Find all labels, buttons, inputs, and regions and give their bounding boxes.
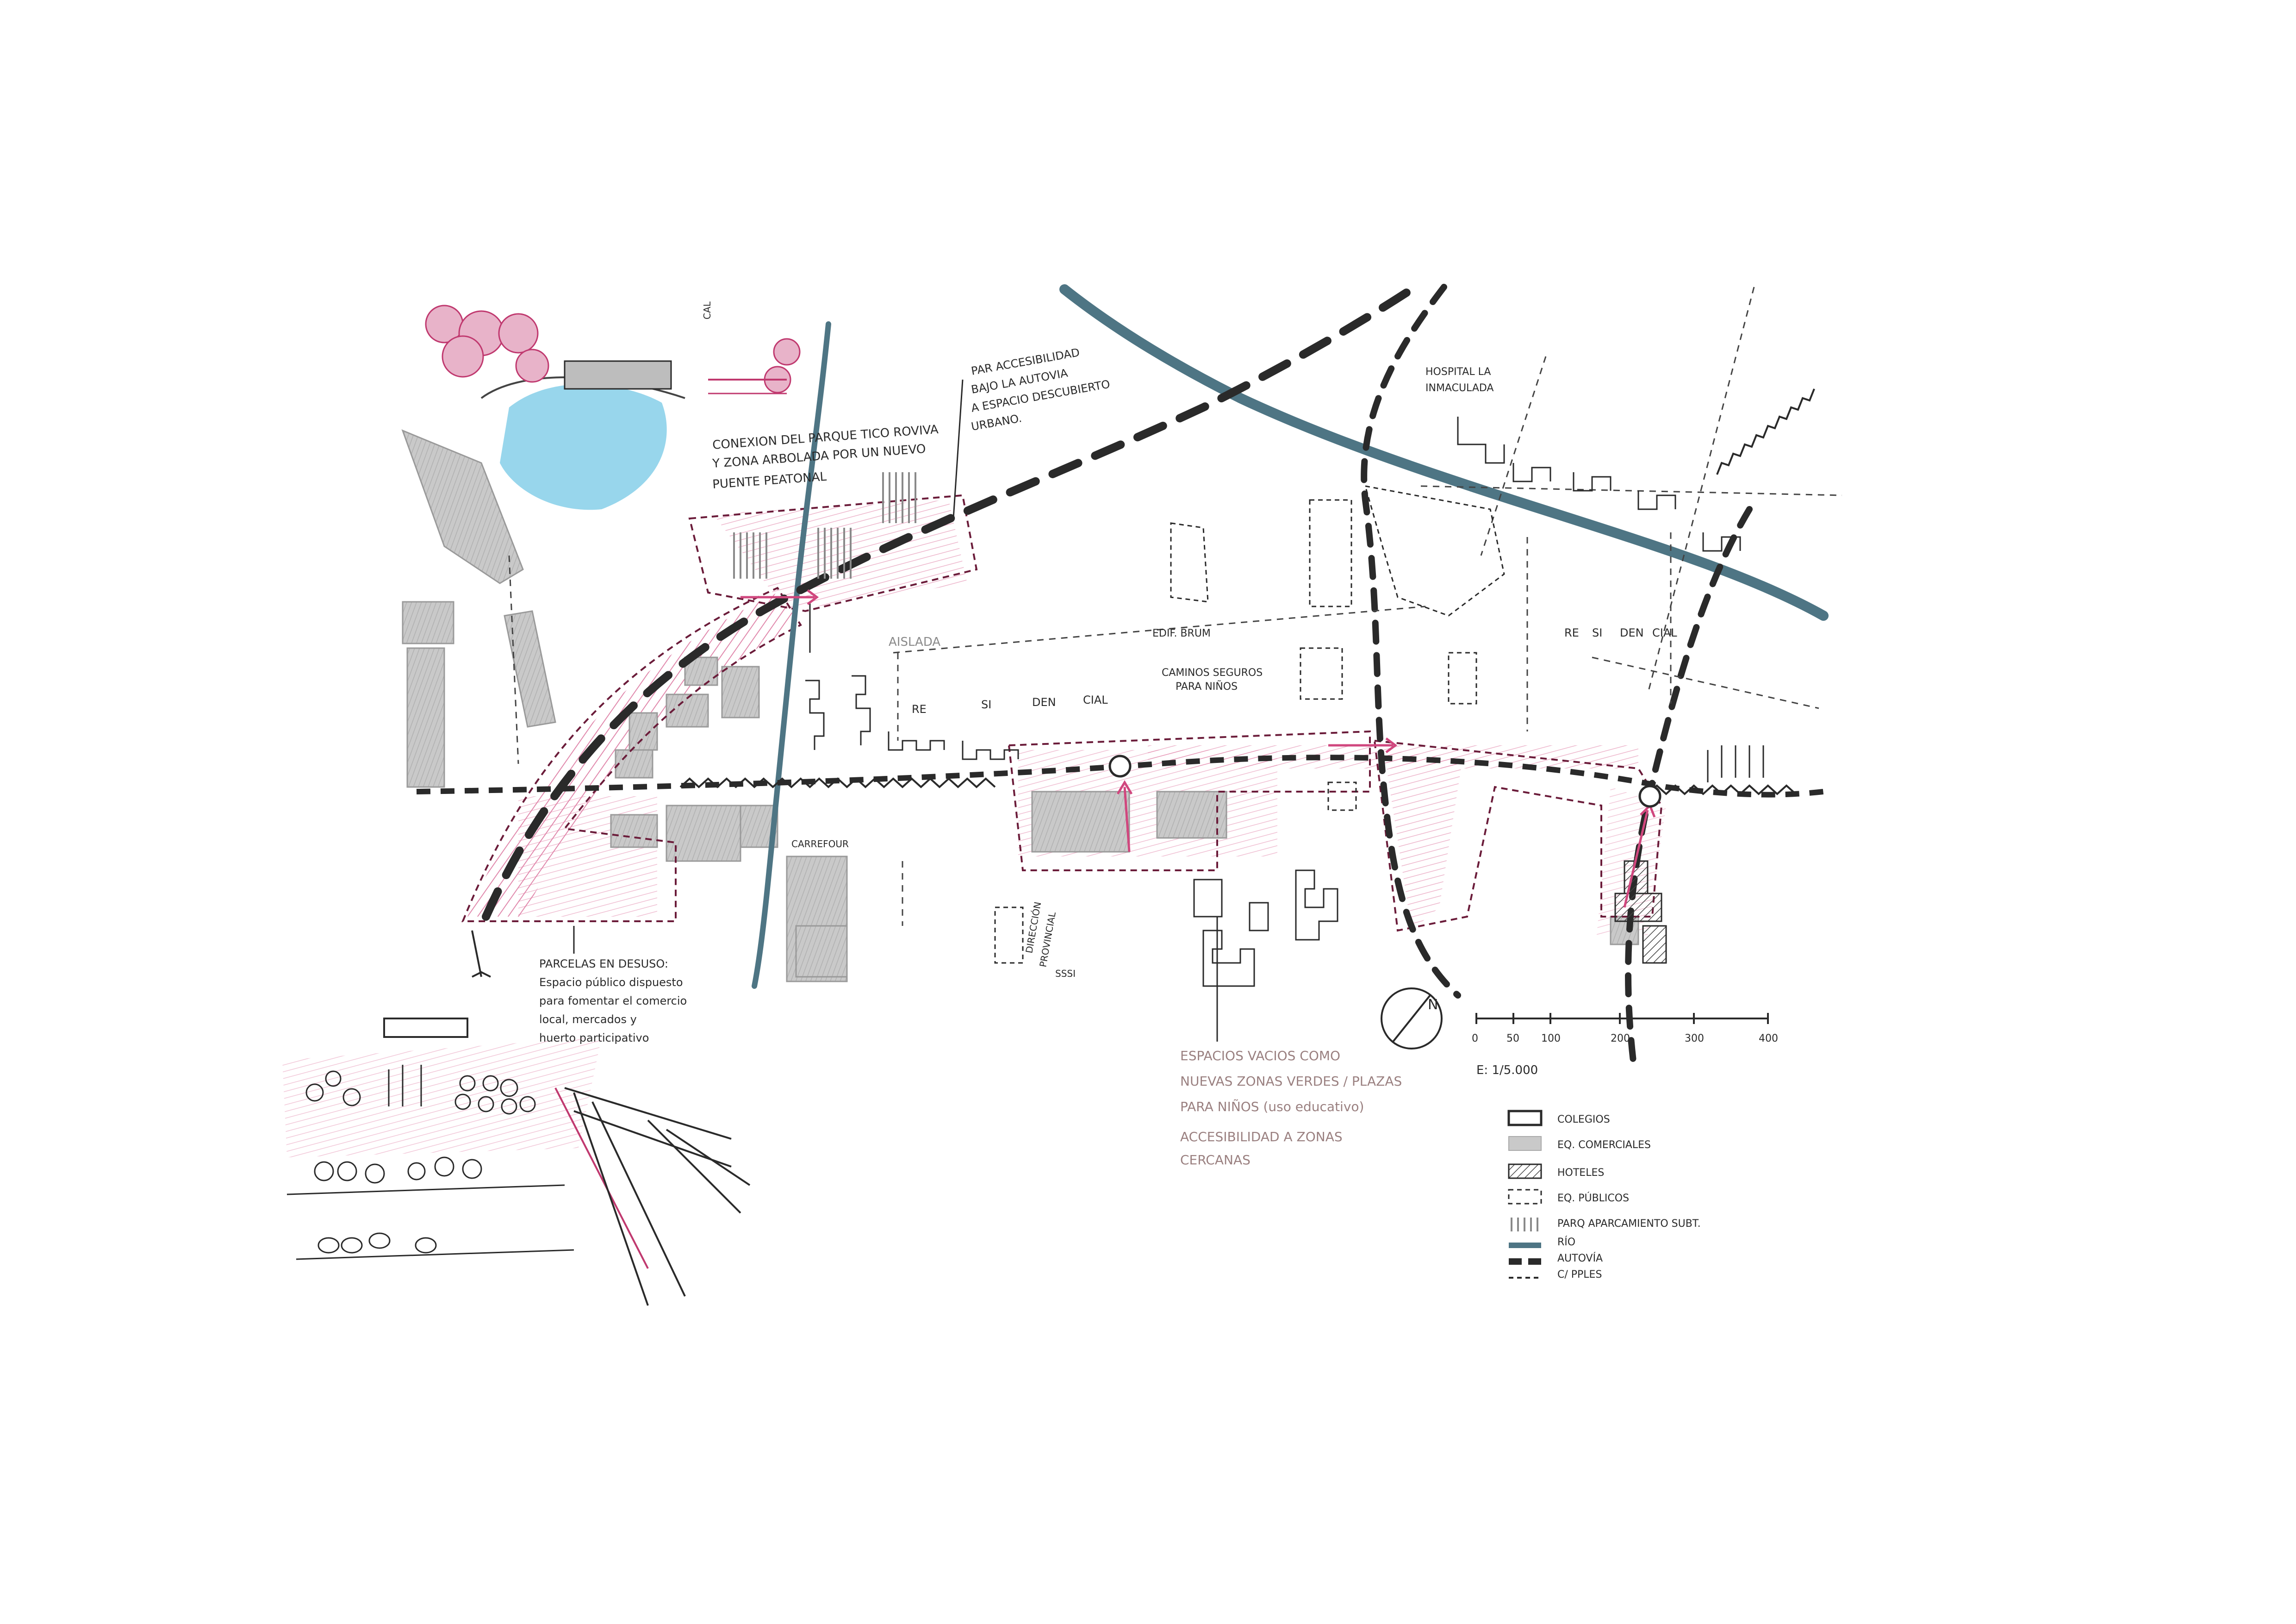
legend-label-autovia: AUTOVÍA xyxy=(1557,1252,1603,1264)
annotation-parcelas-line: Espacio público dispuesto xyxy=(539,976,683,989)
pink-zone-strip xyxy=(1148,745,1638,768)
annotation-cal: CAL xyxy=(702,301,713,319)
annotation-caminos-line: CAMINOS SEGUROS xyxy=(1162,667,1263,679)
scale-tick-0: 0 xyxy=(1472,1033,1478,1044)
annotation-espacios-line: ACCESIBILIDAD A ZONAS xyxy=(1180,1129,1343,1144)
legend-icon-publicos xyxy=(1508,1189,1542,1205)
pink-zone-triangle xyxy=(1384,750,1462,931)
sketch-bridge-deck xyxy=(564,360,672,390)
accesibilidad-leader-line xyxy=(952,379,964,519)
bridge-sketch xyxy=(425,305,801,510)
residencial-left-syllable: SI xyxy=(981,698,991,711)
residencial-left-syllable: DEN xyxy=(1032,696,1056,709)
annotation-espacios-line: CERCANAS xyxy=(1180,1152,1251,1168)
residencial-left-syllable: RE xyxy=(912,703,927,716)
annotation-direccion-line: SSSI xyxy=(1055,968,1076,979)
public-equipment xyxy=(994,485,1505,964)
railway-zigzag xyxy=(679,777,996,788)
pedestrian-arrows xyxy=(740,589,1656,908)
legend-icon-colegios xyxy=(1507,1110,1543,1126)
annotation-caminos-line: PARA NIÑOS xyxy=(1176,680,1238,693)
legend-label-parking: PARQ APARCAMIENTO SUBT. xyxy=(1557,1218,1701,1230)
annotation-espacios-line: PARA NIÑOS (uso educativo) xyxy=(1180,1099,1364,1114)
legend-label-colegios: COLEGIOS xyxy=(1557,1114,1610,1125)
scale-tick-200: 200 xyxy=(1611,1033,1630,1044)
residencial-right-syllable: RE xyxy=(1564,626,1579,639)
residencial-right-syllable: CIAL xyxy=(1652,626,1677,639)
node-circle-center xyxy=(1108,755,1132,778)
legend-icon-parking xyxy=(1509,1218,1541,1231)
orchard-pointer-arrow xyxy=(471,930,491,978)
annotation-parcelas-line: huerto participativo xyxy=(539,1031,649,1044)
legend-icon-comerciales xyxy=(1508,1136,1542,1151)
scale-tick-100: 100 xyxy=(1541,1033,1561,1044)
highway-upper xyxy=(482,285,1416,921)
annotation-aislada: AISLADA xyxy=(889,635,940,649)
annotation-parcelas-line: para fomentar el comercio xyxy=(539,994,687,1007)
annotation-espacios-line: NUEVAS ZONAS VERDES / PLAZAS xyxy=(1180,1074,1402,1089)
commercial-buildings xyxy=(401,429,1639,982)
secondary-streets xyxy=(508,287,1842,926)
north-arrow: N xyxy=(1381,987,1443,1049)
annotation-carrefour: CARREFOUR xyxy=(791,838,849,849)
railway-zigzag-right xyxy=(1647,784,1797,795)
residencial-right-syllable: SI xyxy=(1592,626,1602,639)
river-main xyxy=(1059,284,1829,621)
annotation-residencial-right: RE SI DEN CIAL xyxy=(1564,626,1677,639)
node-circle-right xyxy=(1638,785,1661,808)
sketch-water xyxy=(500,384,667,510)
annotation-parcelas-line: PARCELAS EN DESUSO: xyxy=(539,957,668,970)
residential-outlines xyxy=(805,417,1764,987)
underground-parking xyxy=(731,472,921,579)
scale-tick-400: 400 xyxy=(1759,1033,1778,1044)
annotation-espacios: ESPACIOS VACIOS COMO NUEVAS ZONAS VERDES… xyxy=(1180,1048,1402,1168)
orchard-bridge xyxy=(564,1087,751,1306)
annotation-hospital-line: HOSPITAL LA xyxy=(1425,366,1491,378)
orchard-sketch xyxy=(282,930,751,1306)
railway-zigzag-diag xyxy=(1716,388,1815,475)
site-map xyxy=(401,284,1842,1068)
legend-label-calles: C/ PPLES xyxy=(1557,1269,1602,1280)
map-legend: COLEGIOS EQ. COMERCIALES HOTELES EQ. PÚB… xyxy=(1507,1110,1701,1280)
scale-ratio: E: 1/5.000 xyxy=(1476,1063,1538,1077)
annotation-espacios-line: ESPACIOS VACIOS COMO xyxy=(1180,1048,1340,1063)
residencial-left-syllable: CIAL xyxy=(1083,693,1108,706)
annotation-edif-brum: EDIF. BRUM xyxy=(1152,628,1211,639)
highway-vertical xyxy=(1361,284,1461,999)
annotation-hospital: HOSPITAL LA INMACULADA xyxy=(1425,366,1493,394)
sketch-trees xyxy=(425,305,801,394)
north-label: N xyxy=(1428,997,1438,1013)
river-branch xyxy=(752,321,831,989)
highway-right xyxy=(1625,506,1753,1068)
annotation-parcelas-line: local, mercados y xyxy=(539,1013,637,1026)
scale-tick-300: 300 xyxy=(1685,1033,1704,1044)
scale-bar: 0 50 100 200 300 400 E: 1/5.000 xyxy=(1472,1013,1778,1077)
orchard-plants xyxy=(286,1065,574,1260)
legend-label-rio: RÍO xyxy=(1557,1236,1575,1248)
scale-tick-50: 50 xyxy=(1506,1033,1519,1044)
annotation-hospital-line: INMACULADA xyxy=(1425,382,1493,394)
legend-icon-hoteles xyxy=(1508,1163,1542,1179)
legend-label-hoteles: HOTELES xyxy=(1557,1167,1604,1179)
orchard-pink-ground xyxy=(282,1037,602,1157)
annotation-caminos: CAMINOS SEGUROS PARA NIÑOS xyxy=(1162,667,1263,693)
annotation-residencial-left: RE SI DEN CIAL xyxy=(912,693,1108,716)
legend-label-publicos: EQ. PÚBLICOS xyxy=(1557,1192,1629,1204)
annotation-parcelas: PARCELAS EN DESUSO: Espacio público disp… xyxy=(539,957,687,1044)
residencial-right-syllable: DEN xyxy=(1620,626,1644,639)
legend-label-comerciales: EQ. COMERCIALES xyxy=(1557,1139,1651,1151)
